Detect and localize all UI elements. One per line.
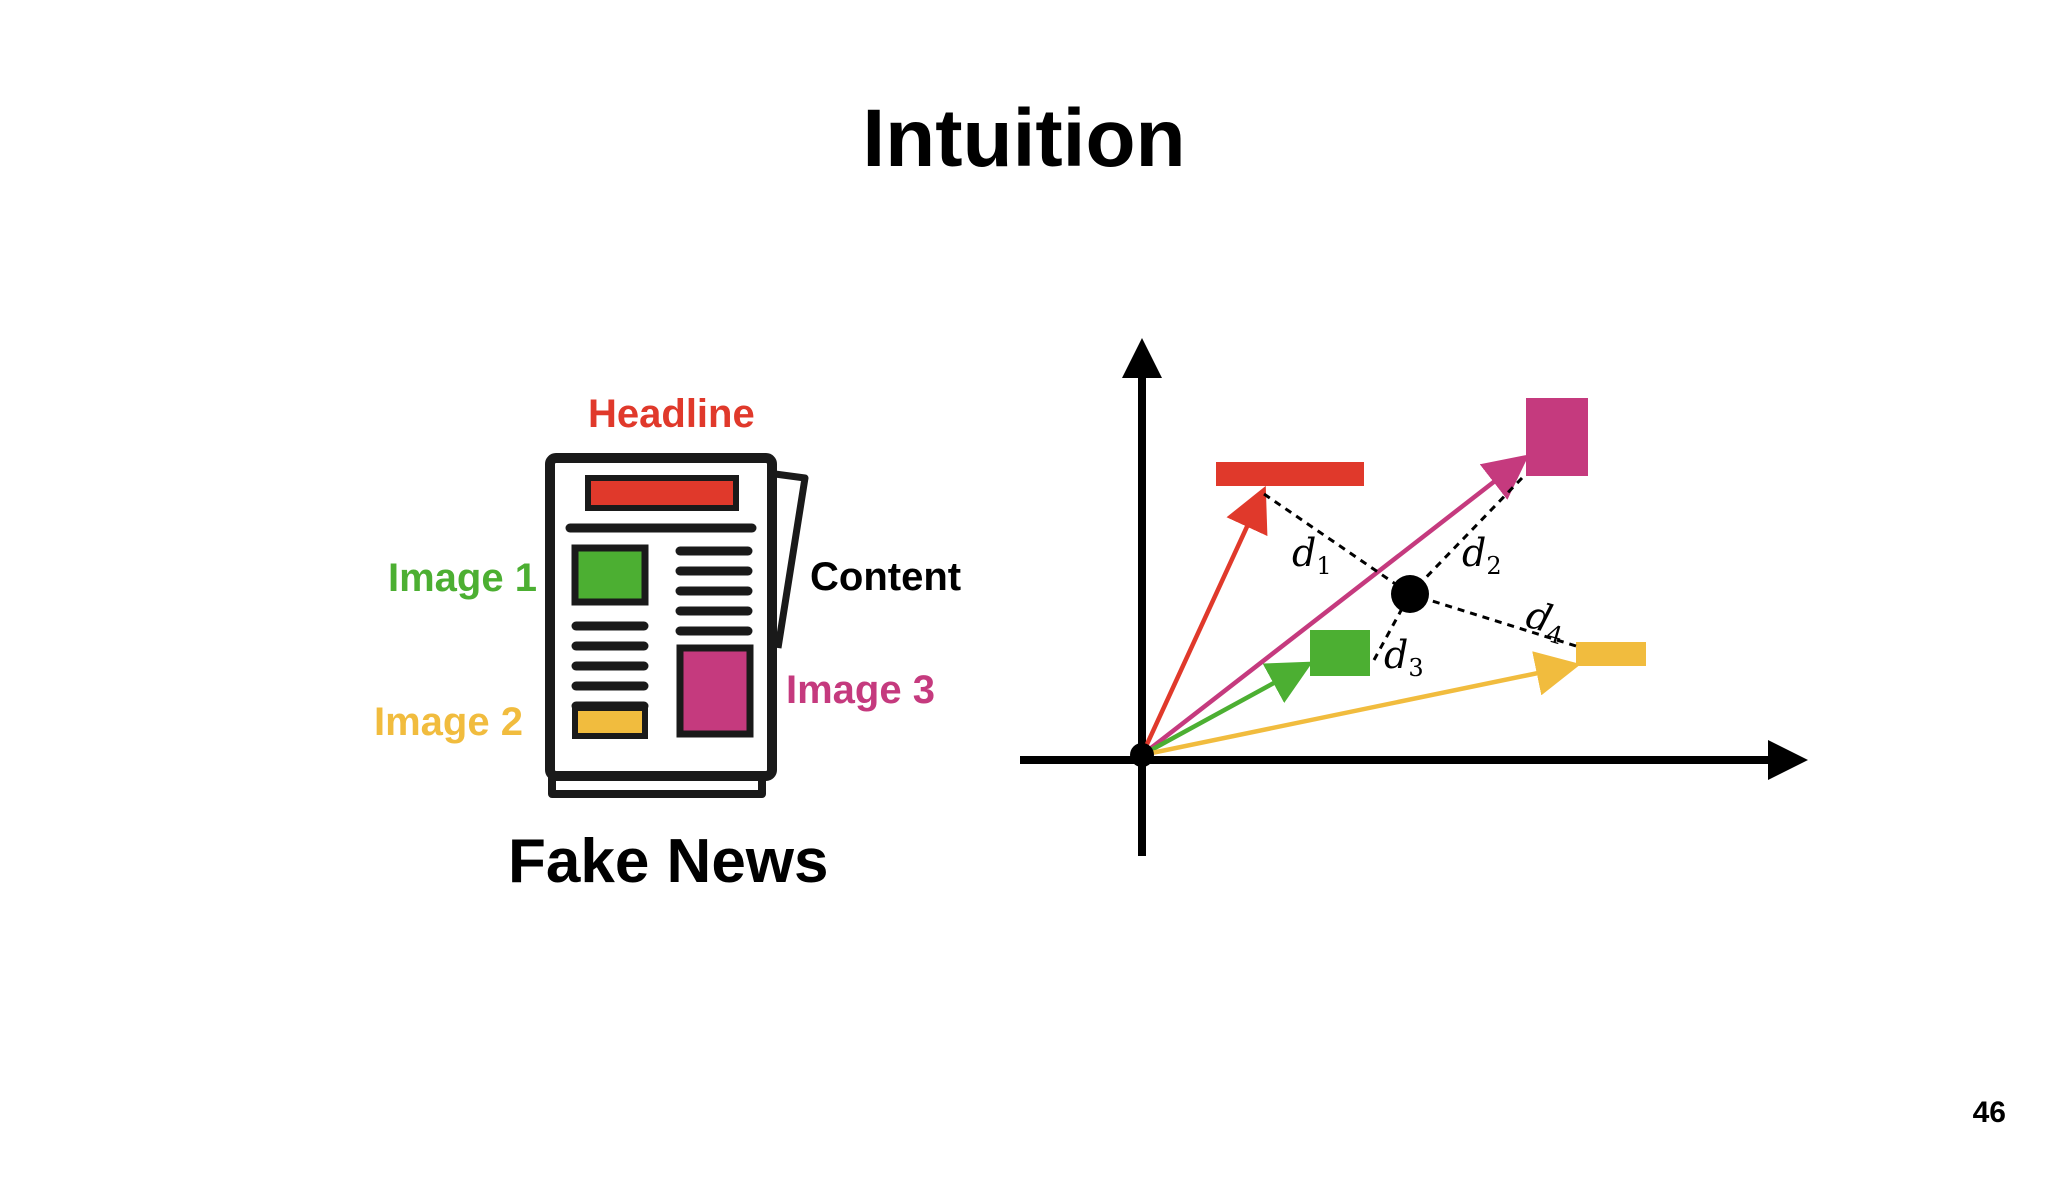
image3-label: Image 3 [786,668,935,712]
headline-label: Headline [588,392,755,436]
origin-point [1130,743,1154,767]
embedding-space: d1 d2 d3 d4 [1020,338,1808,856]
x-axis-arrowhead [1768,740,1808,780]
image2-vector [1141,651,1581,758]
distance-label-3: d3 [1384,633,1424,682]
image3-embedding [1526,398,1588,476]
content-lines-right [675,546,753,636]
centroid-point [1391,575,1429,613]
image2-embedding [1576,642,1646,666]
distance-label-1: d1 [1292,531,1332,580]
image1-vector [1140,661,1313,757]
distance-line-2 [1408,476,1524,596]
distance-line-4 [1409,592,1577,648]
image1-embedding [1310,630,1370,676]
image1-label: Image 1 [388,556,537,600]
newspaper-bottom-edge [548,776,766,798]
headline-vector [1139,485,1268,756]
image3-block [676,644,754,738]
headline-block [585,475,739,511]
newspaper-icon [545,453,809,798]
image2-label: Image 2 [374,700,523,744]
y-axis-arrowhead [1122,338,1162,378]
fake-news-caption: Fake News [508,827,829,896]
newspaper-back-page [774,470,809,649]
headline-embedding [1216,462,1364,486]
distance-label-2: d2 [1462,531,1502,580]
image1-block [571,544,649,606]
distance-label-4: d4 [1520,592,1572,650]
slide-title: Intuition [862,93,1186,184]
image3-vector [1140,454,1530,757]
slide-number: 46 [1972,1096,2006,1129]
content-label: Content [810,555,962,599]
distance-line-1 [1263,492,1411,596]
image2-block [572,705,648,739]
